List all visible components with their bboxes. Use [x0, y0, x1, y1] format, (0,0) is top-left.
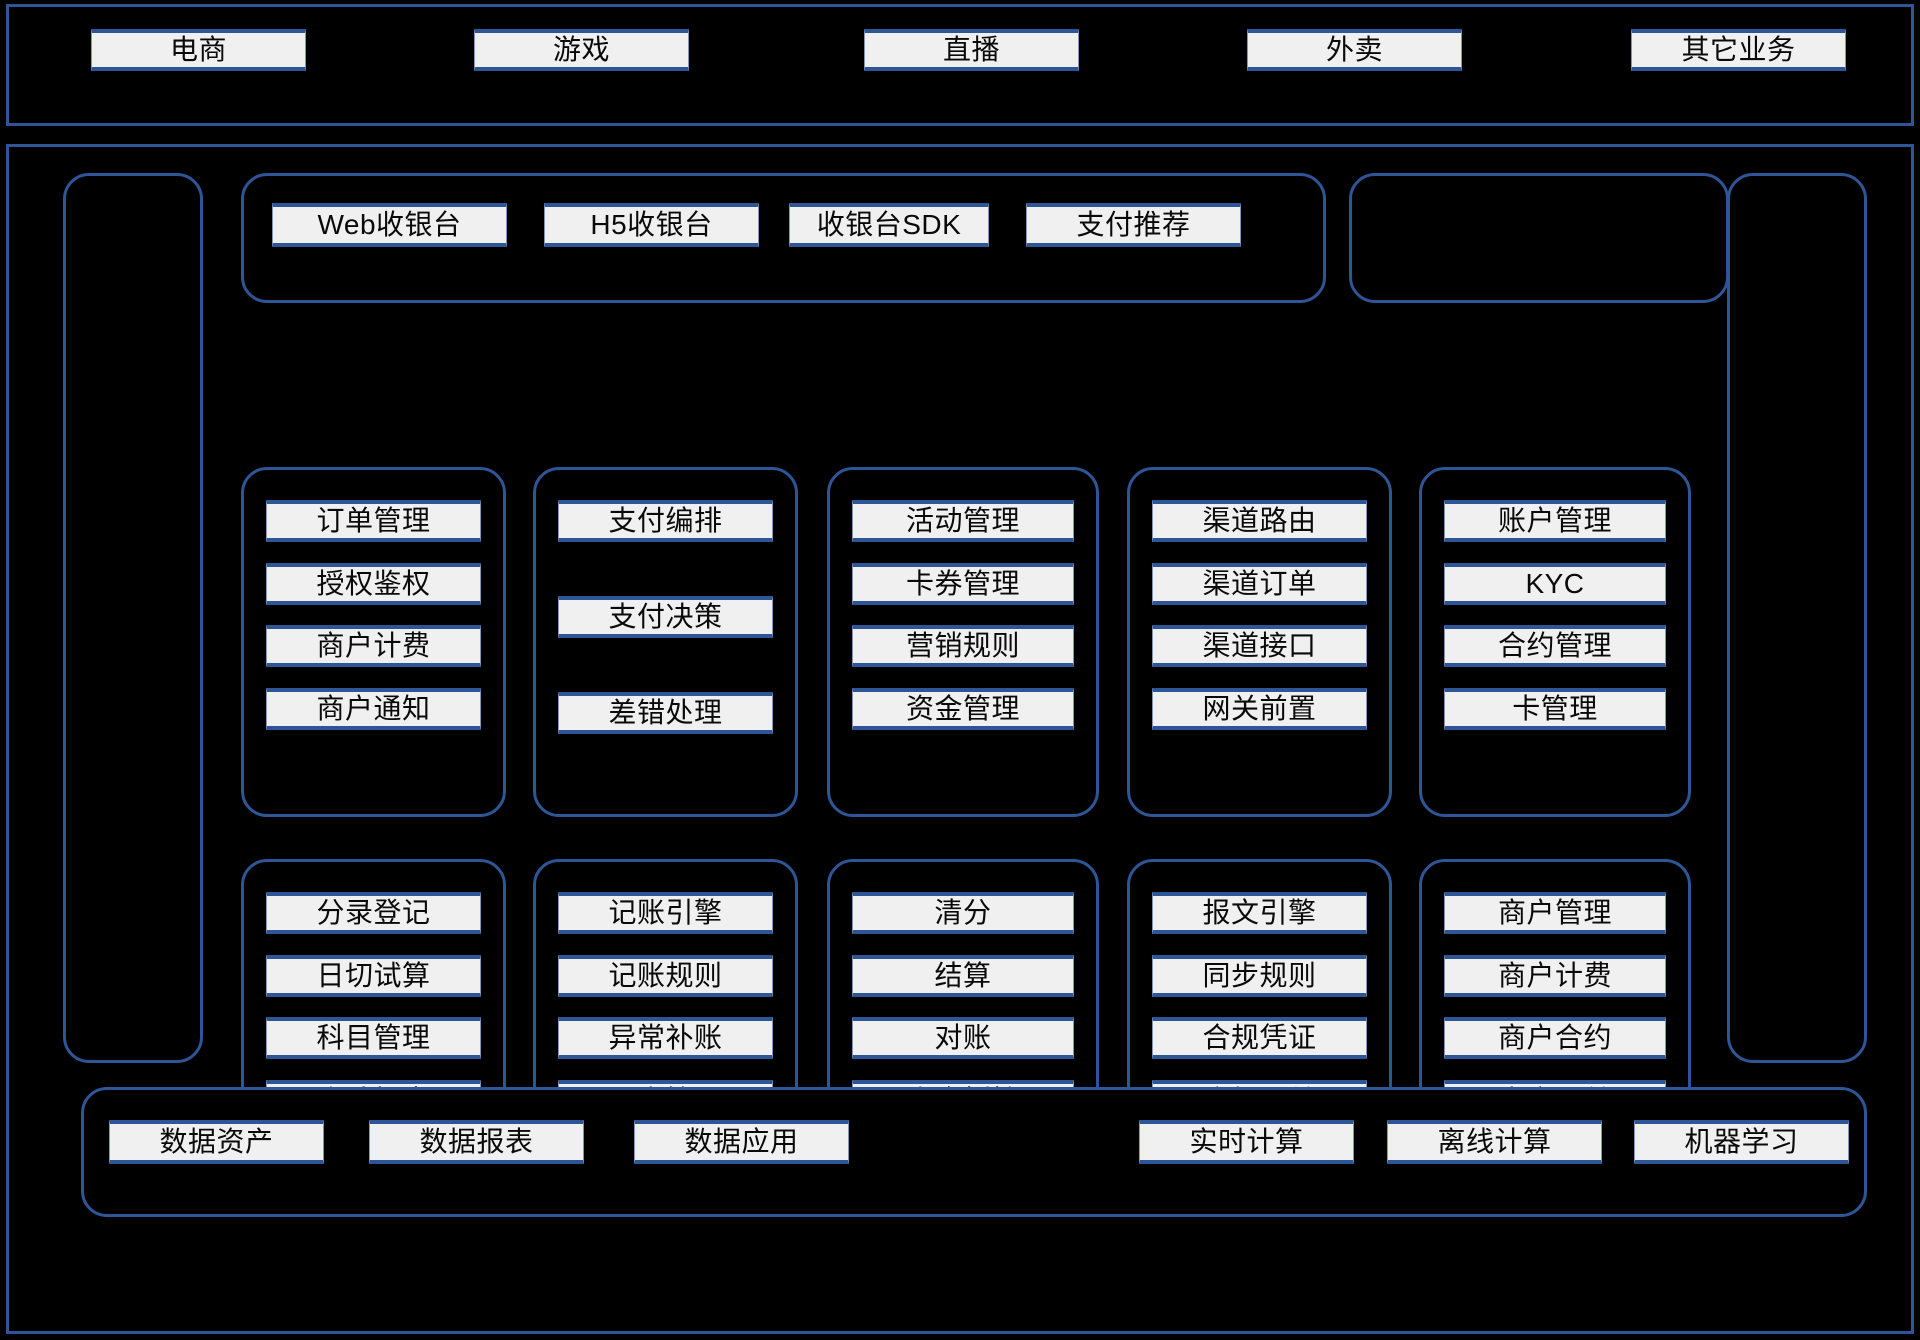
module-chip-marketing-center-0[interactable]: 活动管理	[852, 500, 1074, 542]
business-lines-list: 电商 游戏 直播 外卖 其它业务	[9, 7, 1911, 123]
business-line-chip-4[interactable]: 其它业务	[1631, 29, 1846, 71]
module-chip-merchant-center-1[interactable]: 商户计费	[1444, 955, 1666, 997]
business-line-chip-1[interactable]: 游戏	[474, 29, 689, 71]
data-platform-chip-5[interactable]: 机器学习	[1634, 1120, 1849, 1164]
data-platform-band: 数据资产 数据报表 数据应用 实时计算离线计算机器学习	[81, 1087, 1867, 1217]
module-chip-marketing-center-3[interactable]: 资金管理	[852, 688, 1074, 730]
module-chip-marketing-center-1[interactable]: 卡券管理	[852, 563, 1074, 605]
data-platform-chip-4[interactable]: 离线计算	[1387, 1120, 1602, 1164]
left-rail-panel	[63, 173, 203, 1063]
module-chip-channel-center-0[interactable]: 渠道路由	[1152, 500, 1367, 542]
module-chip-trade-center-3[interactable]: 商户通知	[266, 688, 481, 730]
module-chip-account-center-0[interactable]: 账户管理	[1444, 500, 1666, 542]
module-chip-bookkeeping-center-2[interactable]: 异常补账	[558, 1017, 773, 1059]
module-chip-channel-center-1[interactable]: 渠道订单	[1152, 563, 1367, 605]
module-chip-bookkeeping-center-1[interactable]: 记账规则	[558, 955, 773, 997]
card-marketing-center: 活动管理卡券管理营销规则资金管理	[827, 467, 1099, 817]
card-channel-center: 渠道路由渠道订单渠道接口网关前置	[1127, 467, 1392, 817]
module-chip-payment-core-2[interactable]: 差错处理	[558, 692, 773, 734]
module-chip-accounting-center-2[interactable]: 科目管理	[266, 1017, 481, 1059]
module-chip-accounting-center-0[interactable]: 分录登记	[266, 892, 481, 934]
business-line-chip-2[interactable]: 直播	[864, 29, 1079, 71]
module-chip-channel-center-2[interactable]: 渠道接口	[1152, 625, 1367, 667]
module-chip-merchant-center-0[interactable]: 商户管理	[1444, 892, 1666, 934]
card-payment-core: 支付编排支付决策差错处理	[533, 467, 798, 817]
module-chip-trade-center-2[interactable]: 商户计费	[266, 625, 481, 667]
cashier-group: Web收银台 H5收银台收银台SDK 支付推荐	[241, 173, 1326, 303]
data-platform-chip-0[interactable]: 数据资产	[109, 1120, 324, 1164]
module-chip-trade-center-1[interactable]: 授权鉴权	[266, 563, 481, 605]
module-chip-account-center-2[interactable]: 合约管理	[1444, 625, 1666, 667]
card-account-center: 账户管理 KYC 合约管理卡管理	[1419, 467, 1691, 817]
module-chip-bookkeeping-center-0[interactable]: 记账引擎	[558, 892, 773, 934]
module-chip-trade-center-0[interactable]: 订单管理	[266, 500, 481, 542]
module-chip-clearing-center-1[interactable]: 结算	[852, 955, 1074, 997]
module-chip-compliance-center-1[interactable]: 同步规则	[1152, 955, 1367, 997]
module-chip-accounting-center-1[interactable]: 日切试算	[266, 955, 481, 997]
data-platform-chip-3[interactable]: 实时计算	[1139, 1120, 1354, 1164]
module-chip-payment-core-0[interactable]: 支付编排	[558, 500, 773, 542]
cashier-chip-3[interactable]: 支付推荐	[1026, 203, 1241, 247]
business-lines-band: 电商 游戏 直播 外卖 其它业务	[6, 4, 1914, 126]
data-platform-chip-1[interactable]: 数据报表	[369, 1120, 584, 1164]
data-platform-chip-2[interactable]: 数据应用	[634, 1120, 849, 1164]
cashier-chip-1[interactable]: H5收银台	[544, 203, 759, 247]
module-chip-channel-center-3[interactable]: 网关前置	[1152, 688, 1367, 730]
module-chip-compliance-center-2[interactable]: 合规凭证	[1152, 1017, 1367, 1059]
cashier-chip-2[interactable]: 收银台SDK	[789, 203, 989, 247]
business-line-chip-3[interactable]: 外卖	[1247, 29, 1462, 71]
cashier-chip-0[interactable]: Web收银台	[272, 203, 507, 247]
right-rail-panel	[1727, 173, 1867, 1063]
module-chip-account-center-1[interactable]: KYC	[1444, 563, 1666, 605]
module-chip-marketing-center-2[interactable]: 营销规则	[852, 625, 1074, 667]
module-chip-compliance-center-0[interactable]: 报文引擎	[1152, 892, 1367, 934]
module-chip-merchant-center-2[interactable]: 商户合约	[1444, 1017, 1666, 1059]
module-chip-account-center-3[interactable]: 卡管理	[1444, 688, 1666, 730]
aux-empty-panel	[1349, 173, 1729, 303]
module-chip-clearing-center-0[interactable]: 清分	[852, 892, 1074, 934]
module-chip-clearing-center-2[interactable]: 对账	[852, 1017, 1074, 1059]
module-chip-payment-core-1[interactable]: 支付决策	[558, 596, 773, 638]
card-trade-center: 订单管理授权鉴权商户计费商户通知	[241, 467, 506, 817]
business-line-chip-0[interactable]: 电商	[91, 29, 306, 71]
